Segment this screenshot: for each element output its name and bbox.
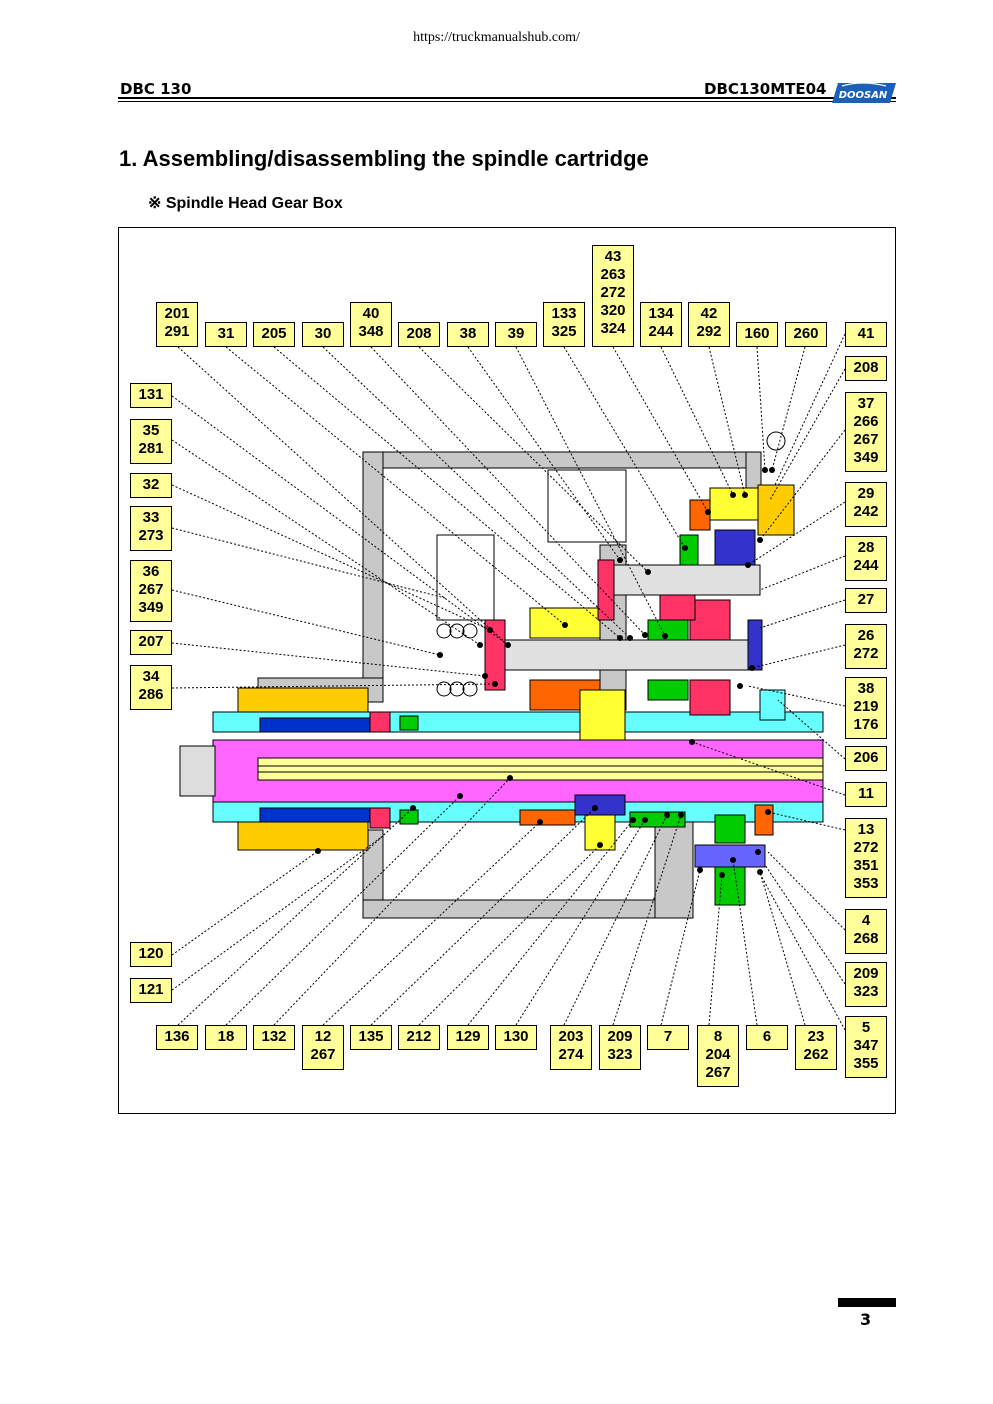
page-number: 3: [860, 1310, 872, 1329]
part-label: 133 325: [543, 302, 585, 347]
part-label: 35 281: [130, 419, 172, 464]
part-label: 203 274: [550, 1025, 592, 1070]
part-label: 208: [845, 356, 887, 381]
part-label: 39: [495, 322, 537, 347]
part-label: 7: [647, 1025, 689, 1050]
part-label: 8 204 267: [697, 1025, 739, 1087]
header-rule-thin: [118, 101, 896, 102]
draw-bar: [257, 757, 824, 781]
part-label: 121: [130, 978, 172, 1003]
diagram-frame: [118, 227, 896, 1114]
part-label: 131: [130, 383, 172, 408]
part-label: 209 323: [599, 1025, 641, 1070]
part-label: 34 286: [130, 665, 172, 710]
gearbox-housing: [257, 451, 762, 919]
part-label: 40 348: [350, 302, 392, 347]
part-label: 31: [205, 322, 247, 347]
part-label: 29 242: [845, 482, 887, 527]
leader-lines: [171, 333, 846, 1031]
part-label: 5 347 355: [845, 1016, 887, 1078]
part-label: 11: [845, 782, 887, 807]
front-bearing-pack: [237, 687, 419, 851]
part-label: 129: [447, 1025, 489, 1050]
section-subtitle: ※ Spindle Head Gear Box: [148, 195, 343, 212]
part-label: 23 262: [795, 1025, 837, 1070]
gear-set: [484, 484, 795, 906]
part-label: 36 267 349: [130, 560, 172, 622]
part-label: 26 272: [845, 624, 887, 669]
leader-dots: [315, 467, 775, 878]
part-label: 42 292: [688, 302, 730, 347]
part-label: 32: [130, 473, 172, 498]
doosan-logo: DOOSAN: [832, 82, 896, 103]
part-label: 205: [253, 322, 295, 347]
logo-text: DOOSAN: [839, 90, 888, 101]
part-label: 12 267: [302, 1025, 344, 1070]
part-label: 201 291: [156, 302, 198, 347]
part-label: 18: [205, 1025, 247, 1050]
spindle-nose: [179, 745, 216, 797]
header-rule: [118, 97, 896, 99]
part-label: 38 219 176: [845, 677, 887, 739]
part-label: 134 244: [640, 302, 682, 347]
upper-bearing-block: [547, 469, 627, 543]
part-label: 38: [447, 322, 489, 347]
part-label: 13 272 351 353: [845, 818, 887, 898]
part-label: 43 263 272 320 324: [592, 245, 634, 347]
upper-shaft: [609, 564, 761, 596]
left-bearing-block: [436, 534, 495, 621]
part-label: 212: [398, 1025, 440, 1050]
part-label: 260: [785, 322, 827, 347]
page-number-bar: [838, 1298, 896, 1307]
part-label: 135: [350, 1025, 392, 1050]
part-label: 27: [845, 588, 887, 613]
part-label: 6: [746, 1025, 788, 1050]
part-label: 4 268: [845, 909, 887, 954]
part-label: 37 266 267 349: [845, 392, 887, 472]
part-label: 206: [845, 746, 887, 771]
part-label: 136: [156, 1025, 198, 1050]
part-label: 41: [845, 322, 887, 347]
part-label: 120: [130, 942, 172, 967]
part-label: 132: [253, 1025, 295, 1050]
source-url: https://truckmanualshub.com/: [413, 30, 580, 45]
part-label: 33 273: [130, 506, 172, 551]
model-name: DBC 130: [120, 80, 192, 98]
bearing-balls: [436, 431, 786, 697]
page-title: 1. Assembling/disassembling the spindle …: [119, 146, 649, 171]
part-label: 208: [398, 322, 440, 347]
part-label: 30: [302, 322, 344, 347]
document-code: DBC130MTE04: [704, 80, 827, 98]
part-label: 160: [736, 322, 778, 347]
part-label: 130: [495, 1025, 537, 1050]
part-label: 209 323: [845, 962, 887, 1007]
part-label: 207: [130, 630, 172, 655]
intermediate-shaft: [497, 639, 761, 671]
part-label: 28 244: [845, 536, 887, 581]
